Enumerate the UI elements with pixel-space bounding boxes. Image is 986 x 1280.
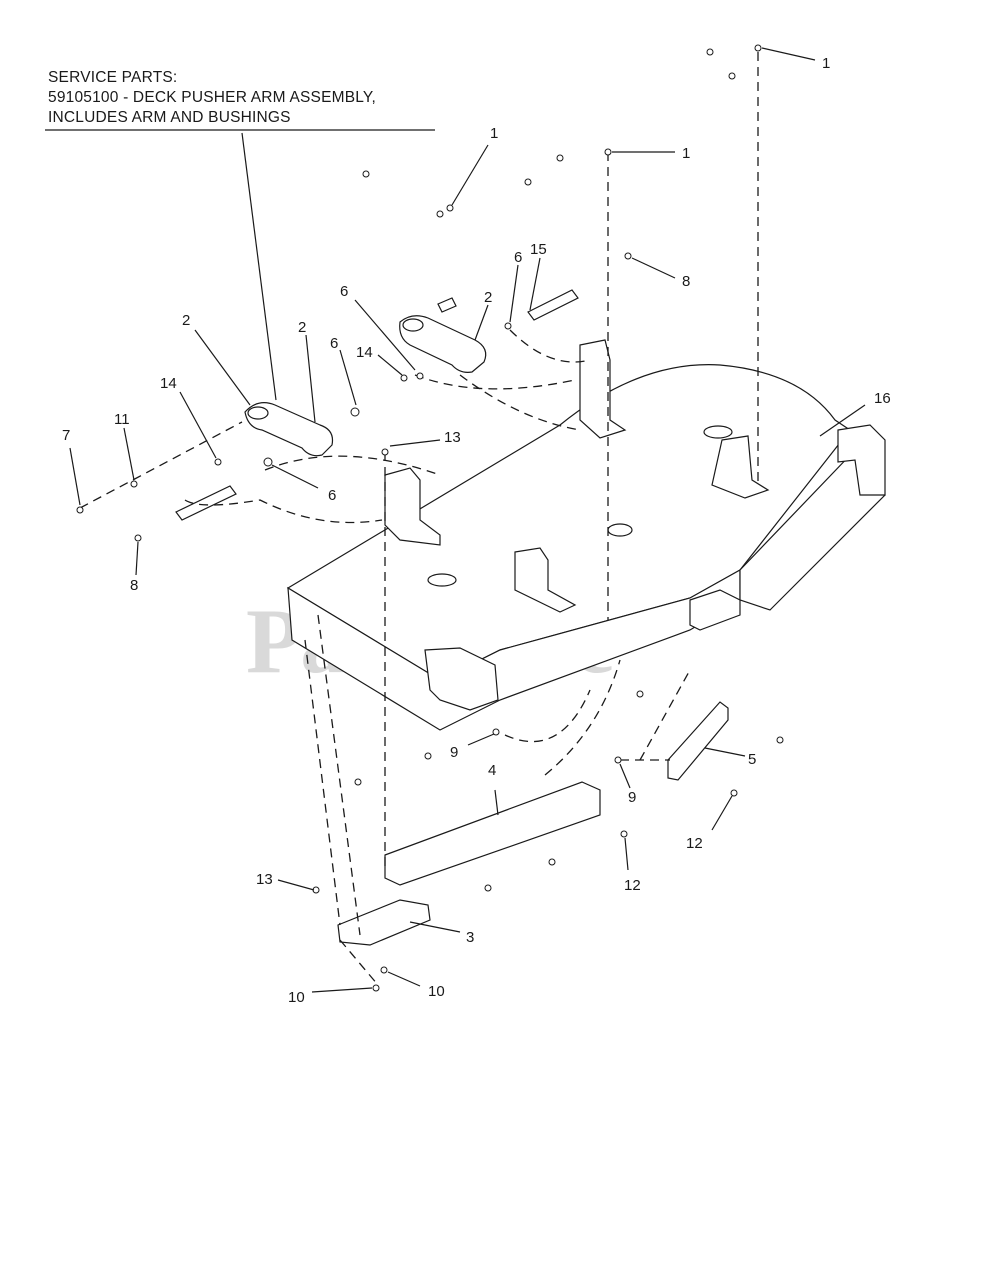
- pin-right: [527, 289, 579, 321]
- callout-6: 6: [514, 249, 522, 266]
- callout-11: 11: [114, 411, 130, 428]
- callout-12: 12: [624, 877, 641, 894]
- service-note-line-2: 59105100 - DECK PUSHER ARM ASSEMBLY,: [48, 89, 376, 106]
- callout-14: 14: [356, 344, 373, 361]
- callout-6: 6: [330, 335, 338, 352]
- callout-15: 15: [530, 241, 547, 258]
- service-note-line-3: INCLUDES ARM AND BUSHINGS: [48, 109, 291, 126]
- pusher-arm-left-bushing: [247, 406, 269, 420]
- callout-13: 13: [256, 871, 273, 888]
- callout-9: 9: [450, 744, 458, 761]
- deck-mount-bracket-center: [514, 547, 577, 613]
- callout-13: 13: [444, 429, 461, 446]
- callout-3: 3: [466, 929, 474, 946]
- callout-1: 1: [682, 145, 690, 162]
- callout-8: 8: [130, 577, 138, 594]
- callout-1: 1: [822, 55, 830, 72]
- callout-10: 10: [288, 989, 305, 1006]
- deck-spindle-hole-left: [427, 573, 457, 587]
- hardware-dots: [76, 44, 784, 992]
- pusher-arm-right: [399, 315, 487, 373]
- callout-14: 14: [160, 375, 177, 392]
- service-parts-note: SERVICE PARTS: 59105100 - DECK PUSHER AR…: [48, 68, 376, 128]
- pin-left: [175, 485, 237, 521]
- callout-2: 2: [182, 312, 190, 329]
- deck-rear-bracket: [837, 424, 886, 496]
- callout-6: 6: [340, 283, 348, 300]
- service-note-line-1: SERVICE PARTS:: [48, 69, 178, 86]
- deck-spindle-hole-center: [607, 523, 633, 537]
- rear-baffle: [667, 701, 729, 781]
- callout-8: 8: [682, 273, 690, 290]
- deck-mount-bracket-right: [711, 435, 770, 499]
- deck-front-hanger-right: [689, 589, 741, 631]
- callout-1: 1: [490, 125, 498, 142]
- deck-mount-bracket-left: [384, 467, 441, 546]
- callout-4: 4: [488, 762, 496, 779]
- callout-2: 2: [484, 289, 492, 306]
- callout-7: 7: [62, 427, 70, 444]
- front-baffle: [384, 781, 601, 886]
- deck-front-hanger-left: [424, 647, 499, 711]
- callout-12: 12: [686, 835, 703, 852]
- callout-2: 2: [298, 319, 306, 336]
- note-leader-line: [241, 132, 277, 401]
- callout-16: 16: [874, 390, 891, 407]
- callout-6: 6: [328, 487, 336, 504]
- pusher-arm-right-bushing: [402, 318, 424, 332]
- skid-plate: [337, 899, 431, 946]
- callout-10: 10: [428, 983, 445, 1000]
- callout-leaders: [69, 47, 866, 993]
- callout-9: 9: [628, 789, 636, 806]
- bolt-top: [437, 297, 457, 313]
- callout-5: 5: [748, 751, 756, 768]
- deck-spindle-hole-right: [703, 425, 733, 439]
- deck-mount-bracket-rear: [579, 339, 627, 439]
